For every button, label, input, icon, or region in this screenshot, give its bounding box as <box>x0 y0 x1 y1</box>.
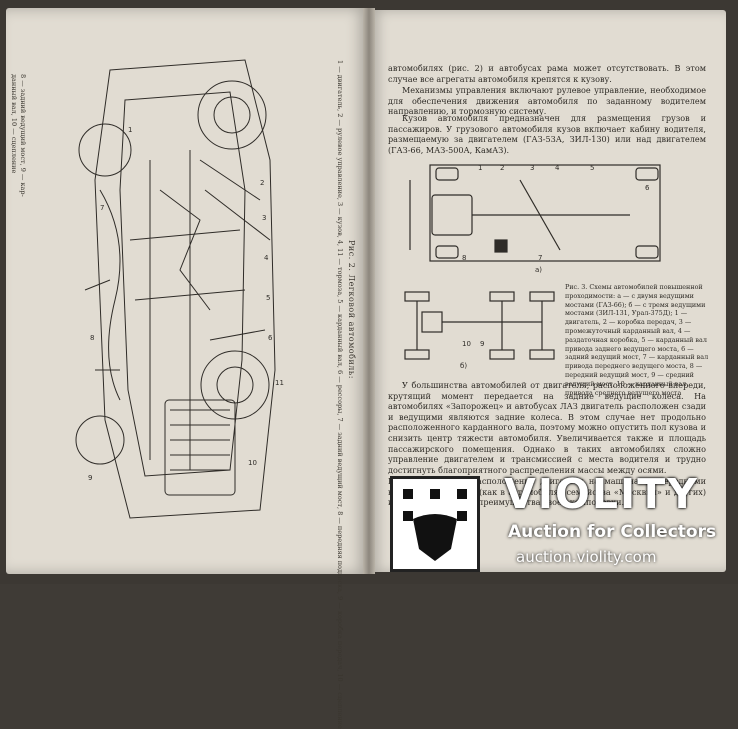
figure-3-label-6: 6 <box>645 184 650 192</box>
figure-3-label-1: 1 <box>478 164 482 172</box>
watermark-subtitle: Auction for Collectors <box>508 522 717 542</box>
figure-3-label-3: 3 <box>530 164 534 172</box>
book-gutter <box>363 8 375 574</box>
figure-3-label-5: 5 <box>590 164 594 172</box>
figure-label-5: 5 <box>266 294 270 302</box>
violity-logo-icon <box>390 476 480 572</box>
figure-3-label-8: 8 <box>462 254 466 262</box>
figure-3-caption: Рис. 3. Схемы автомобилей повышенной про… <box>565 283 709 397</box>
paragraph: автомобилях (рис. 2) и автобусах рама мо… <box>388 63 706 84</box>
figure-label-2: 2 <box>260 179 264 187</box>
car-cutaway-figure: 1 2 3 4 5 6 7 8 9 10 11 <box>75 59 284 519</box>
figure-3-label-7: 7 <box>538 254 542 262</box>
figure-3-label-10: 10 <box>462 340 471 348</box>
figure-3-label-2: 2 <box>500 164 504 172</box>
book-spread: 1 2 3 4 5 6 7 8 9 10 11 Рис. 2. Легковой… <box>6 8 726 574</box>
figure-2-side-note: данный вал, 10 — сцепление <box>10 74 18 174</box>
figure-3-label-9: 9 <box>480 340 484 348</box>
paragraph: Механизмы управления включают рулевое уп… <box>388 85 706 117</box>
figure-label-8: 8 <box>90 334 94 342</box>
figure-label-10: 10 <box>248 459 257 467</box>
figure-label-3: 3 <box>262 214 266 222</box>
figure-label-1: 1 <box>128 126 132 134</box>
figure-2-side-note: 8 — задний ведущий мост, 9 — кар- <box>19 74 27 197</box>
figure-label-9: 9 <box>88 474 92 482</box>
figure-3-label-b: б) <box>460 362 467 370</box>
paragraph: У большинства автомобилей от двигателя, … <box>388 380 706 475</box>
figure-2-title: Рис. 2. Легковой автомобиль: <box>347 240 356 379</box>
figure-3-label-a: а) <box>535 266 542 274</box>
figure-2-caption-line: 1 — двигатель, 2 — рулевое управление, 3… <box>336 60 344 729</box>
watermark-title: VIOLITY <box>504 470 699 518</box>
figure-label-6: 6 <box>268 334 273 342</box>
figure-3-label-4: 4 <box>555 164 560 172</box>
figure-label-7: 7 <box>100 204 104 212</box>
paragraph: При обеспечении расположения двигателя н… <box>388 476 706 508</box>
figure-3-schematics: а) б) 1 2 3 4 5 6 7 8 9 10 <box>404 164 661 370</box>
paragraph: Кузов автомобиля предназначен для размещ… <box>388 113 706 155</box>
figure-label-11: 11 <box>275 379 284 387</box>
watermark-url: auction.violity.com <box>516 548 657 566</box>
figure-label-4: 4 <box>264 254 269 262</box>
left-page <box>6 8 368 574</box>
